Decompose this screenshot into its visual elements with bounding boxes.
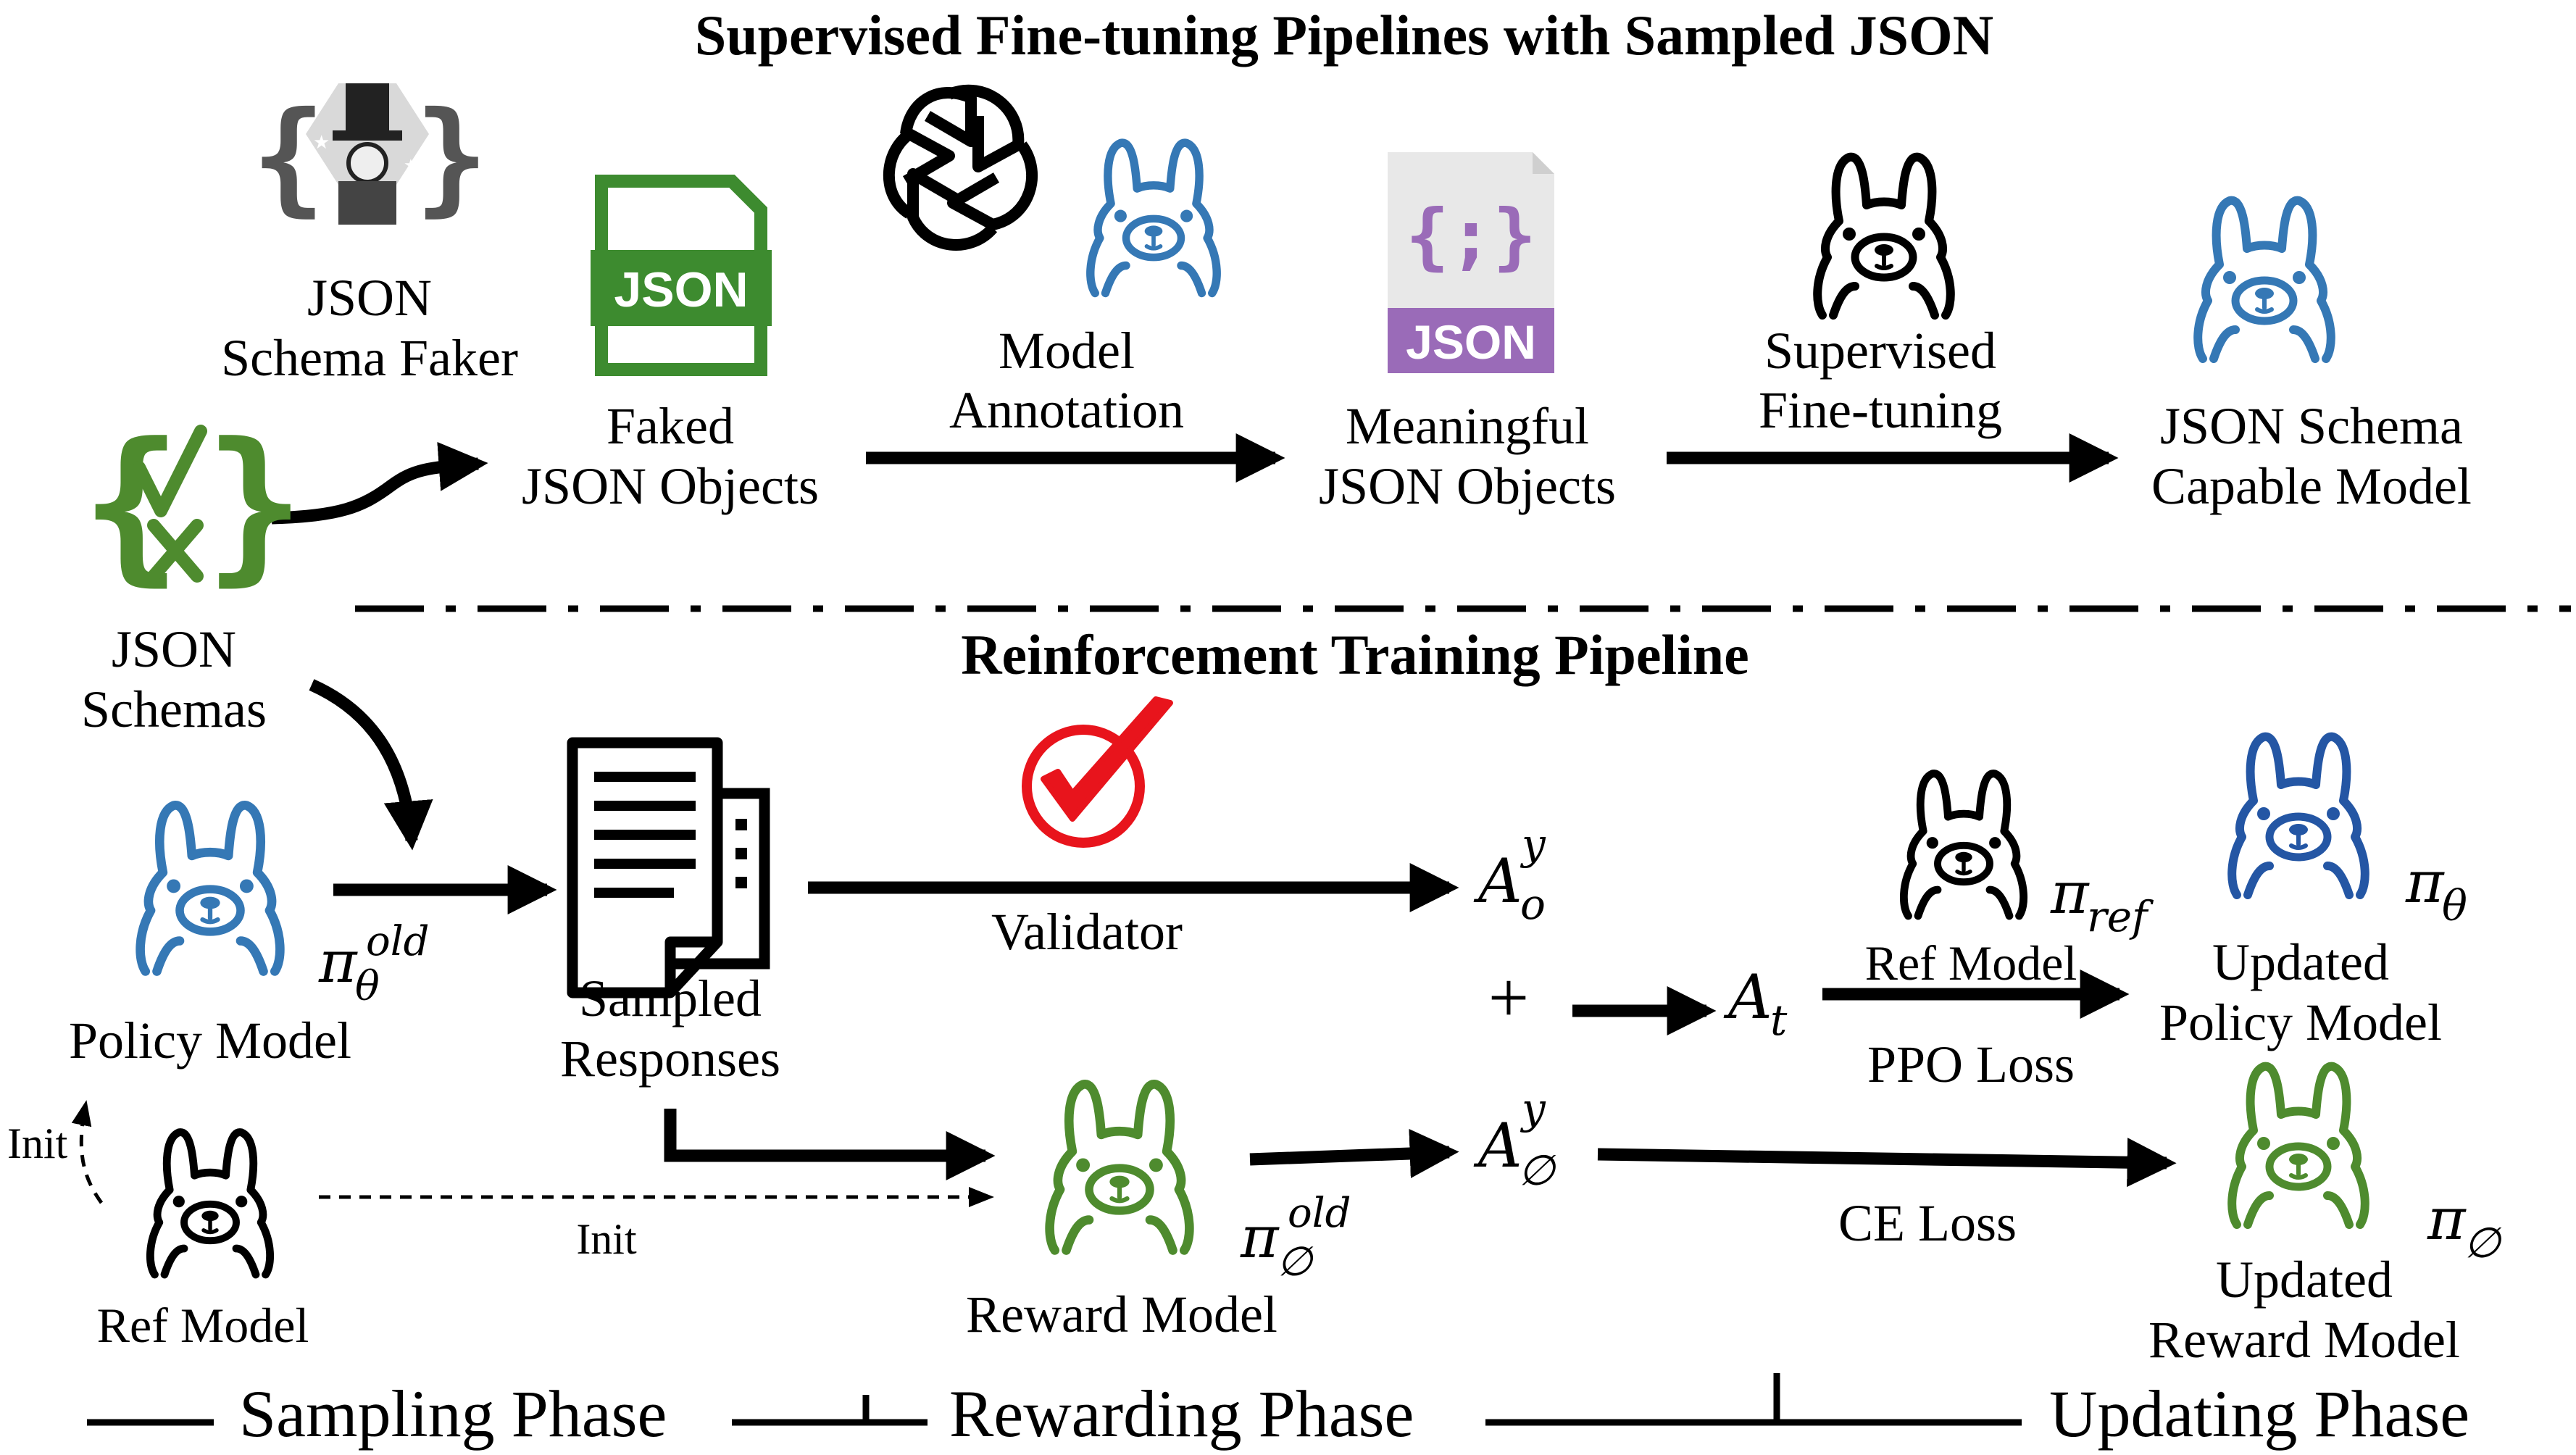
pi-ref-symbol: π ref xyxy=(2050,859,2154,941)
a-o-sub: o xyxy=(1520,880,1546,929)
a-phi-base: A xyxy=(1473,1110,1522,1181)
llama-blue-icon xyxy=(141,805,280,971)
sampling-phase-label: Sampling Phase xyxy=(239,1377,667,1451)
annotation-label-2: Annotation xyxy=(949,381,1184,439)
sampled-label-1: Sampled xyxy=(579,970,762,1027)
capable-label-1: JSON Schema xyxy=(2160,397,2463,455)
pi-phi-base: π xyxy=(2427,1185,2467,1253)
plus-sign: + xyxy=(1488,957,1529,1038)
llama-blue-icon xyxy=(1091,143,1217,293)
svg-text:{: { xyxy=(251,86,325,229)
faked-icon-text: JSON xyxy=(614,262,748,317)
pi-phi-old-sub: ∅ xyxy=(1277,1238,1314,1285)
svg-text:}: } xyxy=(414,86,488,229)
capable-label-2: Capable Model xyxy=(2151,457,2472,515)
updating-phase-label: Updating Phase xyxy=(2049,1377,2469,1451)
pi-phi-old-base: π xyxy=(1240,1204,1280,1271)
sampled-label-2: Responses xyxy=(560,1030,780,1088)
updated-policy-label-2: Policy Model xyxy=(2159,993,2442,1051)
arrow-sampled-to-reward xyxy=(664,1109,996,1180)
annotation-label-1: Model xyxy=(999,322,1135,380)
llama-dark-blue-icon xyxy=(2232,737,2365,895)
a-t-symbol: A t xyxy=(1723,962,1788,1045)
arrow-schemas-to-faked xyxy=(271,441,488,525)
sft-label-1: Supervised xyxy=(1764,322,1996,380)
json-file-green-icon: JSON xyxy=(591,175,772,376)
faker-label-1: JSON xyxy=(307,269,432,327)
ppo-loss-label: PPO Loss xyxy=(1867,1035,2075,1093)
svg-text:★: ★ xyxy=(313,132,330,153)
reward-model-label: Reward Model xyxy=(966,1285,1277,1343)
pi-theta-old-symbol: π θ old xyxy=(318,918,429,1010)
pi-phi-symbol: π ∅ xyxy=(2427,1185,2502,1267)
llama-green-icon xyxy=(2232,1067,2365,1225)
llama-black-icon xyxy=(1904,774,2023,916)
faked-label-2: JSON Objects xyxy=(522,457,819,515)
a-o-base: A xyxy=(1473,846,1522,917)
a-t-base: A xyxy=(1723,962,1772,1033)
a-o-sup: y xyxy=(1520,820,1546,869)
pi-phi-old-sup: old xyxy=(1288,1190,1351,1237)
pi-ref-sub: ref xyxy=(2087,892,2154,941)
llama-green-icon xyxy=(1050,1084,1190,1250)
llama-black-icon xyxy=(150,1133,270,1275)
a-phi-sup: y xyxy=(1520,1084,1546,1133)
pi-theta-base: π xyxy=(2405,849,2445,916)
pi-theta-old-base: π xyxy=(318,928,358,996)
svg-text:★: ★ xyxy=(404,156,418,174)
faker-label-2: Schema Faker xyxy=(221,329,518,387)
a-o-symbol: A o y xyxy=(1473,820,1546,929)
sft-title: Supervised Fine-tuning Pipelines with Sa… xyxy=(695,4,1993,67)
arrow-aphi-to-updated-reward xyxy=(1597,1138,2177,1188)
pi-theta-sub: θ xyxy=(2442,881,2467,930)
svg-text:}: } xyxy=(204,408,304,601)
meaningful-glyph: {;} xyxy=(1406,193,1537,278)
document-stack-icon xyxy=(567,737,770,999)
arrow-schemas-to-sampled xyxy=(309,679,433,851)
pi-theta-old-sup: old xyxy=(366,918,429,965)
json-schema-faker-icon: { } ★ ★ xyxy=(251,83,488,229)
phase-timeline xyxy=(87,1373,2022,1426)
pi-ref-base: π xyxy=(2050,859,2090,927)
arrow-reward-to-aphi xyxy=(1249,1128,1459,1178)
ref-model-mid-label: Ref Model xyxy=(1865,935,2077,991)
a-phi-symbol: A ∅ y xyxy=(1473,1084,1556,1195)
schemas-label-2: Schemas xyxy=(81,680,267,738)
pi-phi-sub: ∅ xyxy=(2464,1218,2502,1267)
sft-label-2: Fine-tuning xyxy=(1759,381,2002,439)
llama-black-icon xyxy=(1817,157,1951,315)
dashed-arrow-ref-to-policy xyxy=(71,1100,104,1204)
llama-blue-icon xyxy=(2198,201,2331,359)
ce-loss-label: CE Loss xyxy=(1838,1194,2017,1252)
json-file-purple-icon: {;} JSON xyxy=(1388,152,1554,373)
updated-policy-label-1: Updated xyxy=(2212,933,2389,991)
policy-model-label: Policy Model xyxy=(69,1012,351,1070)
init-mid-label: Init xyxy=(576,1215,637,1263)
pi-theta-symbol: π θ xyxy=(2405,849,2467,930)
updated-reward-label-1: Updated xyxy=(2216,1251,2393,1309)
pi-theta-old-sub: θ xyxy=(355,963,380,1010)
a-t-sub: t xyxy=(1770,996,1788,1045)
json-schema-icon: { } xyxy=(81,408,304,601)
updated-reward-label-2: Reward Model xyxy=(2148,1311,2460,1369)
openai-logo-icon xyxy=(883,84,1038,251)
a-phi-sub: ∅ xyxy=(1518,1146,1556,1195)
red-check-icon xyxy=(1022,696,1173,848)
meaningful-icon-text: JSON xyxy=(1406,315,1536,369)
meaningful-label-2: JSON Objects xyxy=(1319,457,1616,515)
schemas-label-1: JSON xyxy=(112,620,236,678)
faked-label-1: Faked xyxy=(607,397,734,455)
rewarding-phase-label: Rewarding Phase xyxy=(949,1377,1414,1451)
init-left-label: Init xyxy=(7,1120,68,1167)
ref-model-left-label: Ref Model xyxy=(97,1298,309,1353)
meaningful-label-1: Meaningful xyxy=(1346,397,1589,455)
pi-phi-old-symbol: π ∅ old xyxy=(1240,1190,1351,1285)
validator-label: Validator xyxy=(991,903,1183,961)
rl-title: Reinforcement Training Pipeline xyxy=(961,623,1749,686)
